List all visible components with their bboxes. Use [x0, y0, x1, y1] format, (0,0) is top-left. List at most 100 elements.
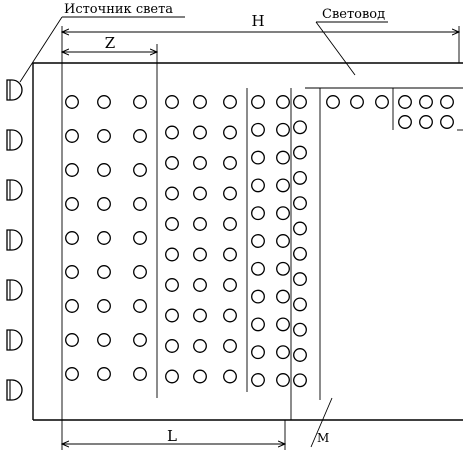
light-source-icon	[6, 179, 23, 201]
scattering-dot	[350, 95, 364, 109]
scattering-dot	[293, 373, 307, 388]
scattering-dot	[276, 345, 290, 360]
scattering-dot	[223, 217, 237, 231]
scattering-dot	[276, 206, 290, 221]
scattering-dot	[293, 196, 307, 211]
scattering-dot	[165, 278, 179, 292]
dimension-z-label: Z	[105, 34, 115, 52]
scattering-dot	[223, 339, 237, 353]
scattering-dot	[293, 120, 307, 135]
scattering-dot	[440, 115, 454, 129]
scattering-dot	[223, 156, 237, 170]
dimension-h	[62, 26, 459, 63]
scattering-dot	[326, 95, 340, 109]
scattering-dot	[398, 115, 412, 129]
scattering-dot	[165, 217, 179, 231]
scattering-dot	[293, 272, 307, 287]
scattering-dot	[133, 95, 147, 109]
scattering-dot	[133, 163, 147, 177]
scattering-dot	[193, 125, 207, 140]
scattering-dot	[165, 186, 179, 201]
scattering-dot	[293, 95, 307, 109]
scattering-dot	[293, 348, 307, 362]
scattering-dot	[251, 317, 265, 332]
scattering-dot	[223, 369, 237, 384]
scattering-dot	[97, 95, 111, 109]
scattering-dot	[251, 178, 265, 193]
dimension-m-leader	[310, 397, 333, 448]
scattering-dot	[193, 156, 207, 170]
light-guide-label: Световод	[322, 7, 385, 22]
scattering-dot	[223, 247, 237, 262]
scattering-dot	[293, 170, 307, 185]
scattering-dot	[375, 95, 389, 109]
light-source-icon	[6, 329, 23, 351]
scattering-dot	[165, 369, 179, 384]
scattering-dot	[165, 308, 179, 323]
scattering-dot	[97, 231, 111, 245]
scattering-dot	[65, 231, 79, 245]
scattering-dot	[223, 125, 237, 140]
light-guide-leader	[315, 21, 388, 76]
scattering-dot	[133, 367, 147, 381]
scattering-dot	[193, 186, 207, 201]
scattering-dot	[276, 261, 290, 276]
light-guide-plate	[32, 62, 463, 421]
scattering-dot	[97, 129, 111, 143]
scattering-dot	[165, 125, 179, 140]
scattering-dot	[133, 299, 147, 313]
scattering-dot	[65, 333, 79, 347]
scattering-dot	[97, 265, 111, 279]
scattering-dot	[165, 95, 179, 109]
scattering-dot	[97, 299, 111, 313]
scattering-dot	[97, 197, 111, 211]
dot-pattern	[65, 95, 454, 388]
dimension-l	[62, 420, 285, 450]
scattering-dot	[440, 95, 454, 109]
scattering-dot	[276, 150, 290, 165]
dimension-l-label: L	[167, 427, 177, 445]
scattering-dot	[65, 367, 79, 381]
scattering-dot	[251, 261, 265, 276]
scattering-dot	[165, 339, 179, 353]
scattering-dot	[223, 308, 237, 323]
scattering-dot	[251, 122, 265, 137]
scattering-dot	[97, 367, 111, 381]
scattering-dot	[251, 289, 265, 304]
dimension-m-label: M	[317, 431, 329, 445]
scattering-dot	[251, 95, 265, 109]
light-source-icon	[6, 279, 23, 301]
light-source-icon	[6, 229, 23, 251]
scattering-dot	[65, 163, 79, 177]
scattering-dot	[193, 278, 207, 292]
scattering-dot	[193, 369, 207, 384]
scattering-dot	[276, 122, 290, 137]
scattering-dot	[251, 373, 265, 387]
scattering-dot	[193, 95, 207, 109]
scattering-dot	[293, 297, 307, 312]
scattering-dot	[276, 178, 290, 193]
scattering-dot	[293, 322, 307, 337]
zone-dividers	[61, 63, 463, 420]
scattering-dot	[293, 145, 307, 160]
scattering-dot	[223, 95, 237, 109]
scattering-dot	[193, 247, 207, 262]
scattering-dot	[65, 129, 79, 143]
scattering-dot	[293, 221, 307, 236]
light-source-leader	[19, 16, 185, 83]
scattering-dot	[251, 345, 265, 360]
scattering-dot	[97, 333, 111, 347]
scattering-dot	[276, 289, 290, 304]
light-source-icon	[6, 129, 23, 151]
scattering-dot	[419, 95, 433, 109]
scattering-dot	[293, 246, 307, 261]
dimension-h-label: H	[251, 12, 264, 30]
scattering-dot	[419, 115, 433, 129]
dimension-z	[62, 44, 157, 63]
scattering-dot	[276, 317, 290, 332]
scattering-dot	[276, 95, 290, 109]
scattering-dot	[193, 339, 207, 353]
scattering-dot	[223, 186, 237, 201]
scattering-dot	[193, 217, 207, 231]
